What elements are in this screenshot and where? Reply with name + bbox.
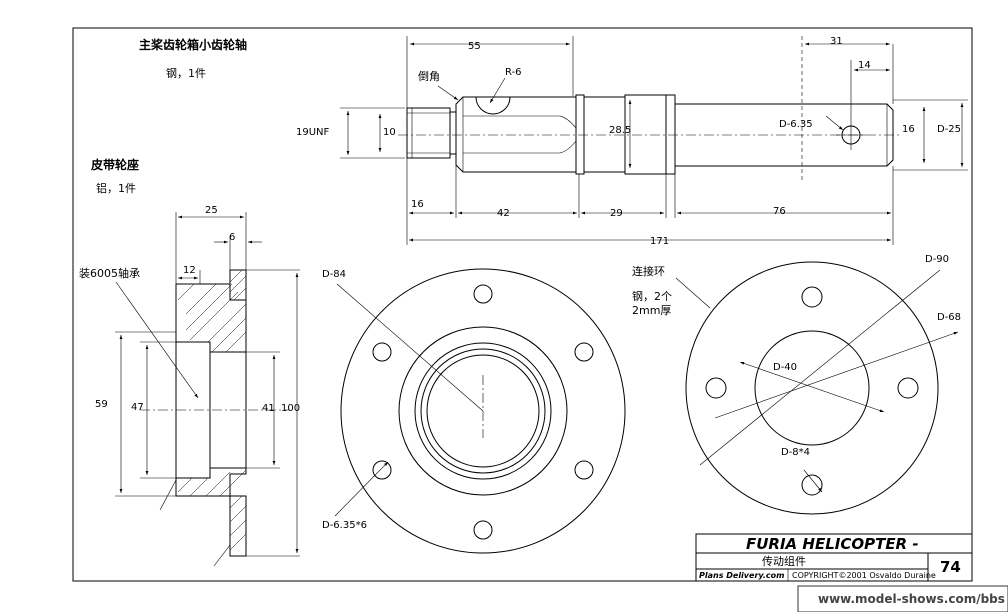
title-block-name: FURIA HELICOPTER - [746,535,919,553]
dim-76: 76 [773,206,786,217]
watermark: www.model-shows.com/bbs [797,585,1008,612]
dim-seat-6: 6 [229,232,235,243]
dim-seat-59: 59 [95,399,108,410]
dim-14: 14 [858,60,871,71]
flange-bolt-hole [473,284,493,304]
dim-d6-35: D-6.35 [779,119,813,130]
pulley-seat-drawing: 皮带轮座 铝，1件 [79,157,300,567]
dim-55: 55 [468,41,481,52]
dim-31: 31 [830,36,843,47]
ring-title: 连接环 [632,265,665,278]
flange-bolt-hole [372,342,392,362]
title-block: FURIA HELICOPTER - 传动组件 74 Plans Deliver… [695,533,973,582]
title-block-publisher: Plans Delivery.com [699,571,784,580]
title-block-copyright: COPYRIGHT©2001 Osvaldo Duraine [792,571,936,580]
dim-flange-d84: D-84 [322,269,346,280]
pulley-seat-title: 皮带轮座 [90,157,139,172]
dim-171: 171 [650,236,669,247]
ring-material: 钢，2个 [632,290,672,303]
label-chamfer: 倒角 [418,70,440,83]
flange-bolt-hole [372,460,392,480]
flange-bolt-hole [473,520,493,540]
dim-seat-100: 100 [281,403,300,414]
dim-ring-d68: D-68 [937,312,961,323]
flange-bolt-hole [574,460,594,480]
ring-bolt-hole [801,286,823,308]
sheet-border [72,27,973,582]
dim-ring-d40: D-40 [773,362,797,373]
ring-thickness: 2mm厚 [632,304,671,317]
pulley-seat-material: 铝，1件 [96,181,136,195]
title-block-page-number: 74 [940,558,961,576]
title-block-subtitle: 传动组件 [762,554,806,568]
dim-29: 29 [610,208,623,219]
dim-flange-holes: D-6.35*6 [322,520,367,531]
dim-16-left: 16 [411,199,424,210]
dim-19unf: 19UNF [296,127,330,138]
flange-bolt-hole [574,342,594,362]
gear-shaft-title: 主桨齿轮箱小齿轮轴 [139,37,247,52]
pinion-shaft-drawing: 主桨齿轮箱小齿轮轴 钢，1件 [139,36,968,247]
ring-bolt-hole [801,474,823,496]
dim-seat-41: 41 [262,403,275,414]
dim-seat-12: 12 [183,265,196,276]
dim-seat-25: 25 [205,205,218,216]
label-bearing: 装6005轴承 [79,266,140,280]
ring-bolt-hole [705,377,727,399]
dim-d25: D-25 [937,124,961,135]
ring-outer-circle [685,261,939,515]
shaft-body [455,96,577,173]
dim-10: 10 [383,127,396,138]
gear-shaft-material: 钢，1件 [166,67,206,80]
flange-outer-circle [340,268,626,554]
dim-ring-holes: D-8*4 [781,447,810,458]
dim-16-right: 16 [902,124,915,135]
connecting-ring-drawing: 连接环 钢，2个 2mm厚 D-90 D-68 D-40 D-8*4 [632,254,961,515]
watermark-text: www.model-shows.com/bbs [818,592,1005,606]
shaft-thread [406,107,451,159]
dim-42: 42 [497,208,510,219]
dim-seat-47: 47 [131,402,144,413]
flange-drawing: D-84 D-6.35*6 [322,268,626,554]
dim-28-5: 28.5 [609,125,631,136]
dim-ring-d90: D-90 [925,254,949,265]
ring-bolt-hole [897,377,919,399]
dim-r6: R-6 [505,67,522,78]
